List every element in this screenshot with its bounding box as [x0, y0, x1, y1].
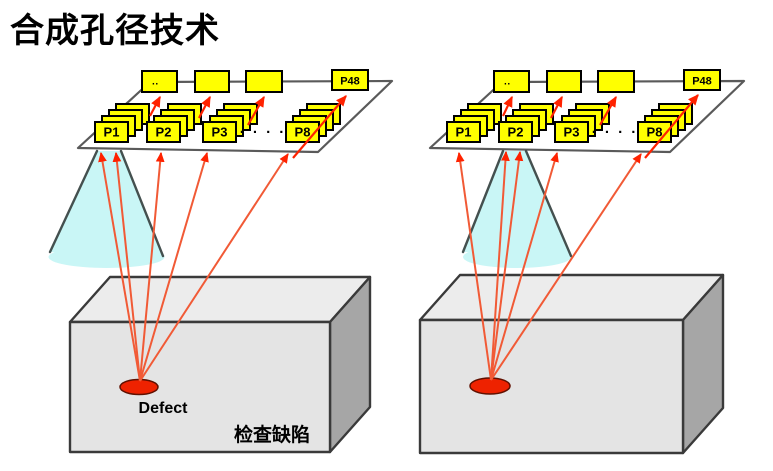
ray-line — [490, 153, 642, 381]
cone-edge-right — [119, 149, 165, 258]
cone-body — [463, 151, 571, 256]
ray-line — [490, 150, 524, 381]
sum-mark: ·· — [152, 79, 159, 90]
processing-box-3 — [245, 70, 283, 93]
p48-box — [683, 69, 721, 91]
ray-line — [139, 151, 165, 382]
test-block — [418, 273, 725, 455]
arrow-line — [599, 95, 617, 126]
block-front-face — [68, 320, 332, 454]
ellipsis-dots: · · · · — [592, 124, 638, 141]
top-processing-row: ·· P48 — [493, 69, 721, 93]
ellipsis-dots: · · · · — [240, 124, 286, 141]
processing-box-2 — [194, 70, 230, 93]
processing-box-3 — [597, 70, 635, 93]
stack-label: P8 — [647, 125, 663, 140]
block-front-face — [418, 318, 685, 455]
defect-ellipse — [469, 377, 511, 395]
stack-front-box — [202, 121, 237, 143]
left-diagram: P1 P2 P3 · · · · P8 ·· — [48, 69, 394, 454]
p1-stack: P1 — [94, 103, 150, 143]
block-top-face — [68, 275, 372, 324]
stack-to-box-arrows — [502, 94, 699, 159]
stack-label: P2 — [156, 125, 172, 140]
stack-front-box — [146, 121, 181, 143]
ray-line — [490, 150, 510, 381]
p48-label: P48 — [692, 76, 712, 88]
arrow-line — [292, 95, 347, 159]
stack-front-box — [94, 121, 129, 143]
p3-stack: P3 — [554, 103, 610, 143]
p48-label: P48 — [340, 76, 360, 88]
ray-line — [139, 151, 209, 382]
top-processing-row: ·· P48 — [141, 69, 369, 93]
p2-stack: P2 — [146, 103, 202, 143]
sum-box — [493, 70, 530, 93]
defect-label: Defect — [139, 400, 189, 417]
ray-line — [455, 151, 492, 381]
ray-line — [112, 151, 141, 382]
stack-front-box — [498, 121, 533, 143]
cone-body — [50, 151, 163, 256]
stack-front-box — [554, 121, 589, 143]
stack-label: P1 — [104, 125, 120, 140]
sum-mark: ·· — [504, 79, 511, 90]
arrow-line — [644, 94, 699, 159]
stack-label: P1 — [456, 125, 472, 140]
p2-stack: P2 — [498, 103, 554, 143]
processing-box-2 — [546, 70, 582, 93]
defect-ellipse — [119, 378, 159, 396]
aperture-beam-cone — [461, 149, 573, 268]
stack-front-box — [446, 121, 481, 143]
ray-line — [139, 153, 289, 382]
block-top-face — [418, 273, 725, 322]
p48-box — [331, 69, 369, 91]
caption-text: 检查缺陷 — [234, 423, 310, 446]
test-block — [68, 275, 372, 454]
arrow-line — [247, 95, 265, 126]
right-diagram: P1 P2 P3 · · · · P8 ·· — [418, 69, 746, 455]
stack-to-box-arrows — [149, 95, 347, 159]
page-title: 合成孔径技术 — [10, 12, 220, 50]
cone-edge-right — [524, 149, 573, 258]
defect-rays — [98, 151, 289, 382]
arrow-line — [502, 95, 513, 117]
cone-edge-left — [48, 149, 99, 254]
stack-label: P8 — [295, 125, 311, 140]
arrow-line — [550, 95, 563, 119]
p3-stack: P3 — [202, 103, 258, 143]
ray-line — [490, 151, 559, 381]
stack-label: P3 — [564, 125, 580, 140]
arrow-line — [198, 95, 211, 119]
p1-stack: P1 — [446, 103, 502, 143]
cone-base — [463, 246, 571, 268]
stack-label: P3 — [212, 125, 228, 140]
arrow-line — [149, 95, 161, 117]
aperture-beam-cone — [48, 149, 165, 268]
cone-base — [48, 246, 165, 268]
sum-box — [141, 70, 178, 93]
stack-label: P2 — [508, 125, 524, 140]
defect-rays — [455, 150, 642, 381]
ray-line — [98, 151, 141, 382]
